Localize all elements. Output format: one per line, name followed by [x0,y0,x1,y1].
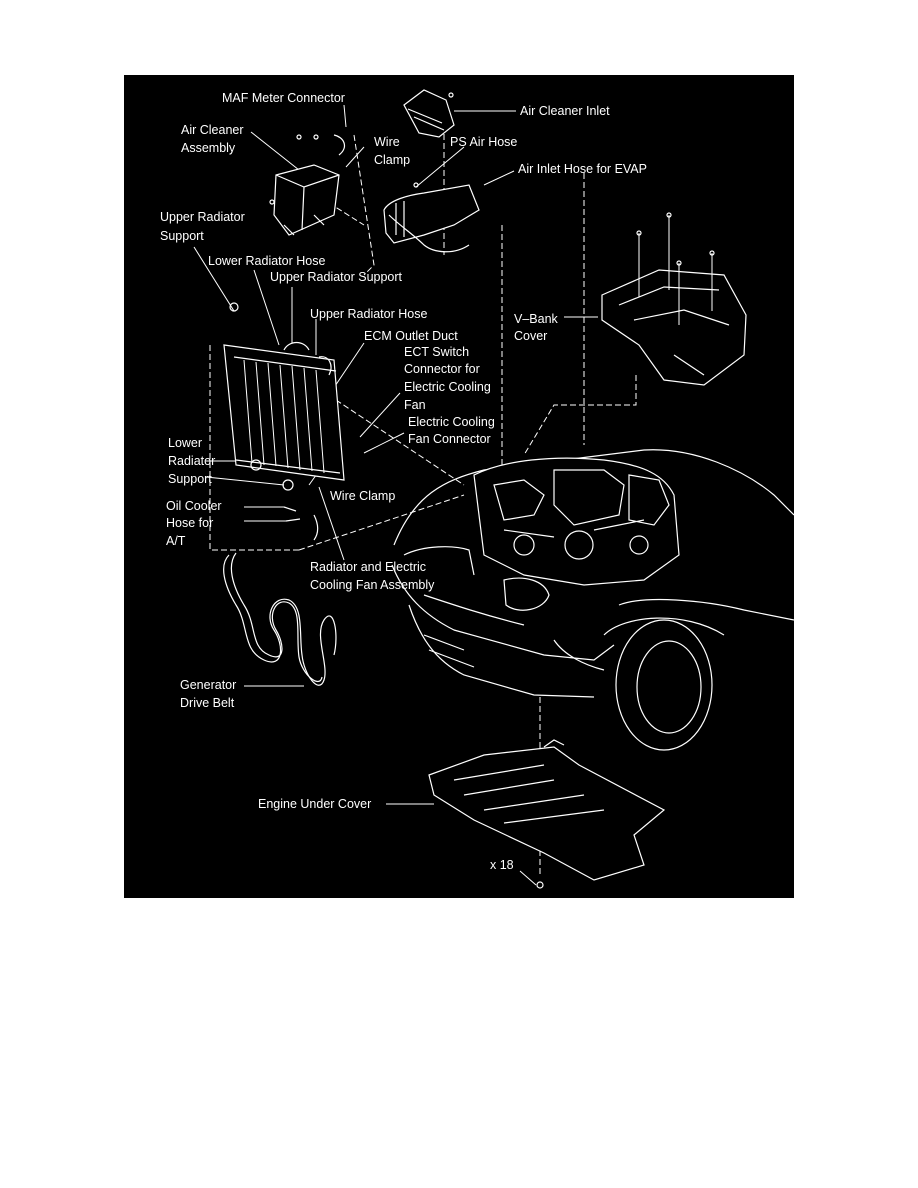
label-engine-under-cover: Engine Under Cover [258,797,371,811]
label-upper-radiator-support-left-1: Upper Radiator [160,210,245,224]
guide-air-cleaner [353,134,375,276]
guide-air-cleaner-2 [328,202,365,226]
leader-radiator-assembly [318,486,345,561]
radiator-part [223,302,345,491]
label-lower-radiator-hose: Lower Radiator Hose [208,254,325,268]
guide-radiator-left [209,345,299,551]
label-v-bank-cover-2: Cover [514,329,547,343]
intake-hose-part [383,182,480,253]
label-bolt-count: x 18 [490,858,514,872]
label-wire-clamp-top-2: Clamp [374,153,410,167]
exploded-parts-diagram: MAF Meter Connector Air Cleaner Inlet Ai… [124,75,794,898]
label-generator-drive-belt-1: Generator [180,678,236,692]
label-ect-switch-4: Fan [404,398,426,412]
generator-drive-belt-part [223,552,337,686]
label-air-inlet-hose-evap: Air Inlet Hose for EVAP [518,162,647,176]
engine-under-cover-part [428,739,666,889]
label-radiator-fan-assembly-2: Cooling Fan Assembly [310,578,435,592]
leader-lower-support-2 [205,476,285,486]
label-ect-switch-1: ECT Switch [404,345,469,359]
label-ps-air-hose: PS Air Hose [450,135,517,149]
callout-labels: MAF Meter Connector Air Cleaner Inlet Ai… [160,91,647,872]
air-cleaner-inlet-part [403,89,455,138]
label-oil-cooler-hose-1: Oil Cooler [166,499,222,513]
label-lower-radiator-support-1: Lower [168,436,202,450]
leader-wire-clamp-top [345,146,365,168]
leader-upper-rad-support-left [193,246,235,312]
guide-radiator-engine [335,399,465,486]
label-oil-cooler-hose-3: A/T [166,534,186,548]
leader-lower-rad-hose [253,269,280,346]
label-upper-radiator-support-left-2: Support [160,229,204,243]
label-air-cleaner-inlet: Air Cleaner Inlet [520,104,610,118]
label-electric-cooling-fan-connector-2: Fan Connector [408,432,491,446]
leader-fan-connector [363,432,405,454]
v-bank-cover-part [601,212,747,386]
label-electric-cooling-fan-connector-1: Electric Cooling [408,415,495,429]
label-lower-radiator-support-3: Support [168,472,212,486]
label-maf-meter-connector: MAF Meter Connector [222,91,345,105]
dashed-guides [209,125,637,875]
label-wire-clamp-top-1: Wire [374,135,400,149]
label-generator-drive-belt-2: Drive Belt [180,696,235,710]
label-ect-switch-2: Connector for [404,362,480,376]
air-cleaner-assembly-part [269,134,346,236]
guide-radiator-bottom [298,494,465,551]
label-lower-radiator-support-2: Radiator [168,454,215,468]
diagram-canvas: MAF Meter Connector Air Cleaner Inlet Ai… [160,89,794,889]
leader-bolt-count [519,870,537,886]
label-upper-radiator-support-mid: Upper Radiator Support [270,270,403,284]
label-air-cleaner-assembly-1: Air Cleaner [181,123,244,137]
leader-ect [359,392,401,438]
label-wire-clamp-mid: Wire Clamp [330,489,395,503]
guide-v-bank [523,375,637,456]
label-oil-cooler-hose-2: Hose for [166,516,213,530]
leader-ps-air-hose [415,146,465,188]
label-ect-switch-3: Electric Cooling [404,380,491,394]
vehicle-front-part [391,449,794,751]
leader-air-cleaner-assembly [250,131,300,171]
leader-evap-hose [483,170,515,186]
oil-cooler-hose-part [283,506,319,541]
leader-lines [193,104,598,886]
label-upper-radiator-hose: Upper Radiator Hose [310,307,427,321]
leader-maf [343,104,347,128]
label-v-bank-cover-1: V–Bank [514,312,559,326]
label-air-cleaner-assembly-2: Assembly [181,141,236,155]
label-radiator-fan-assembly-1: Radiator and Electric [310,560,426,574]
label-ecm-outlet-duct: ECM Outlet Duct [364,329,458,343]
